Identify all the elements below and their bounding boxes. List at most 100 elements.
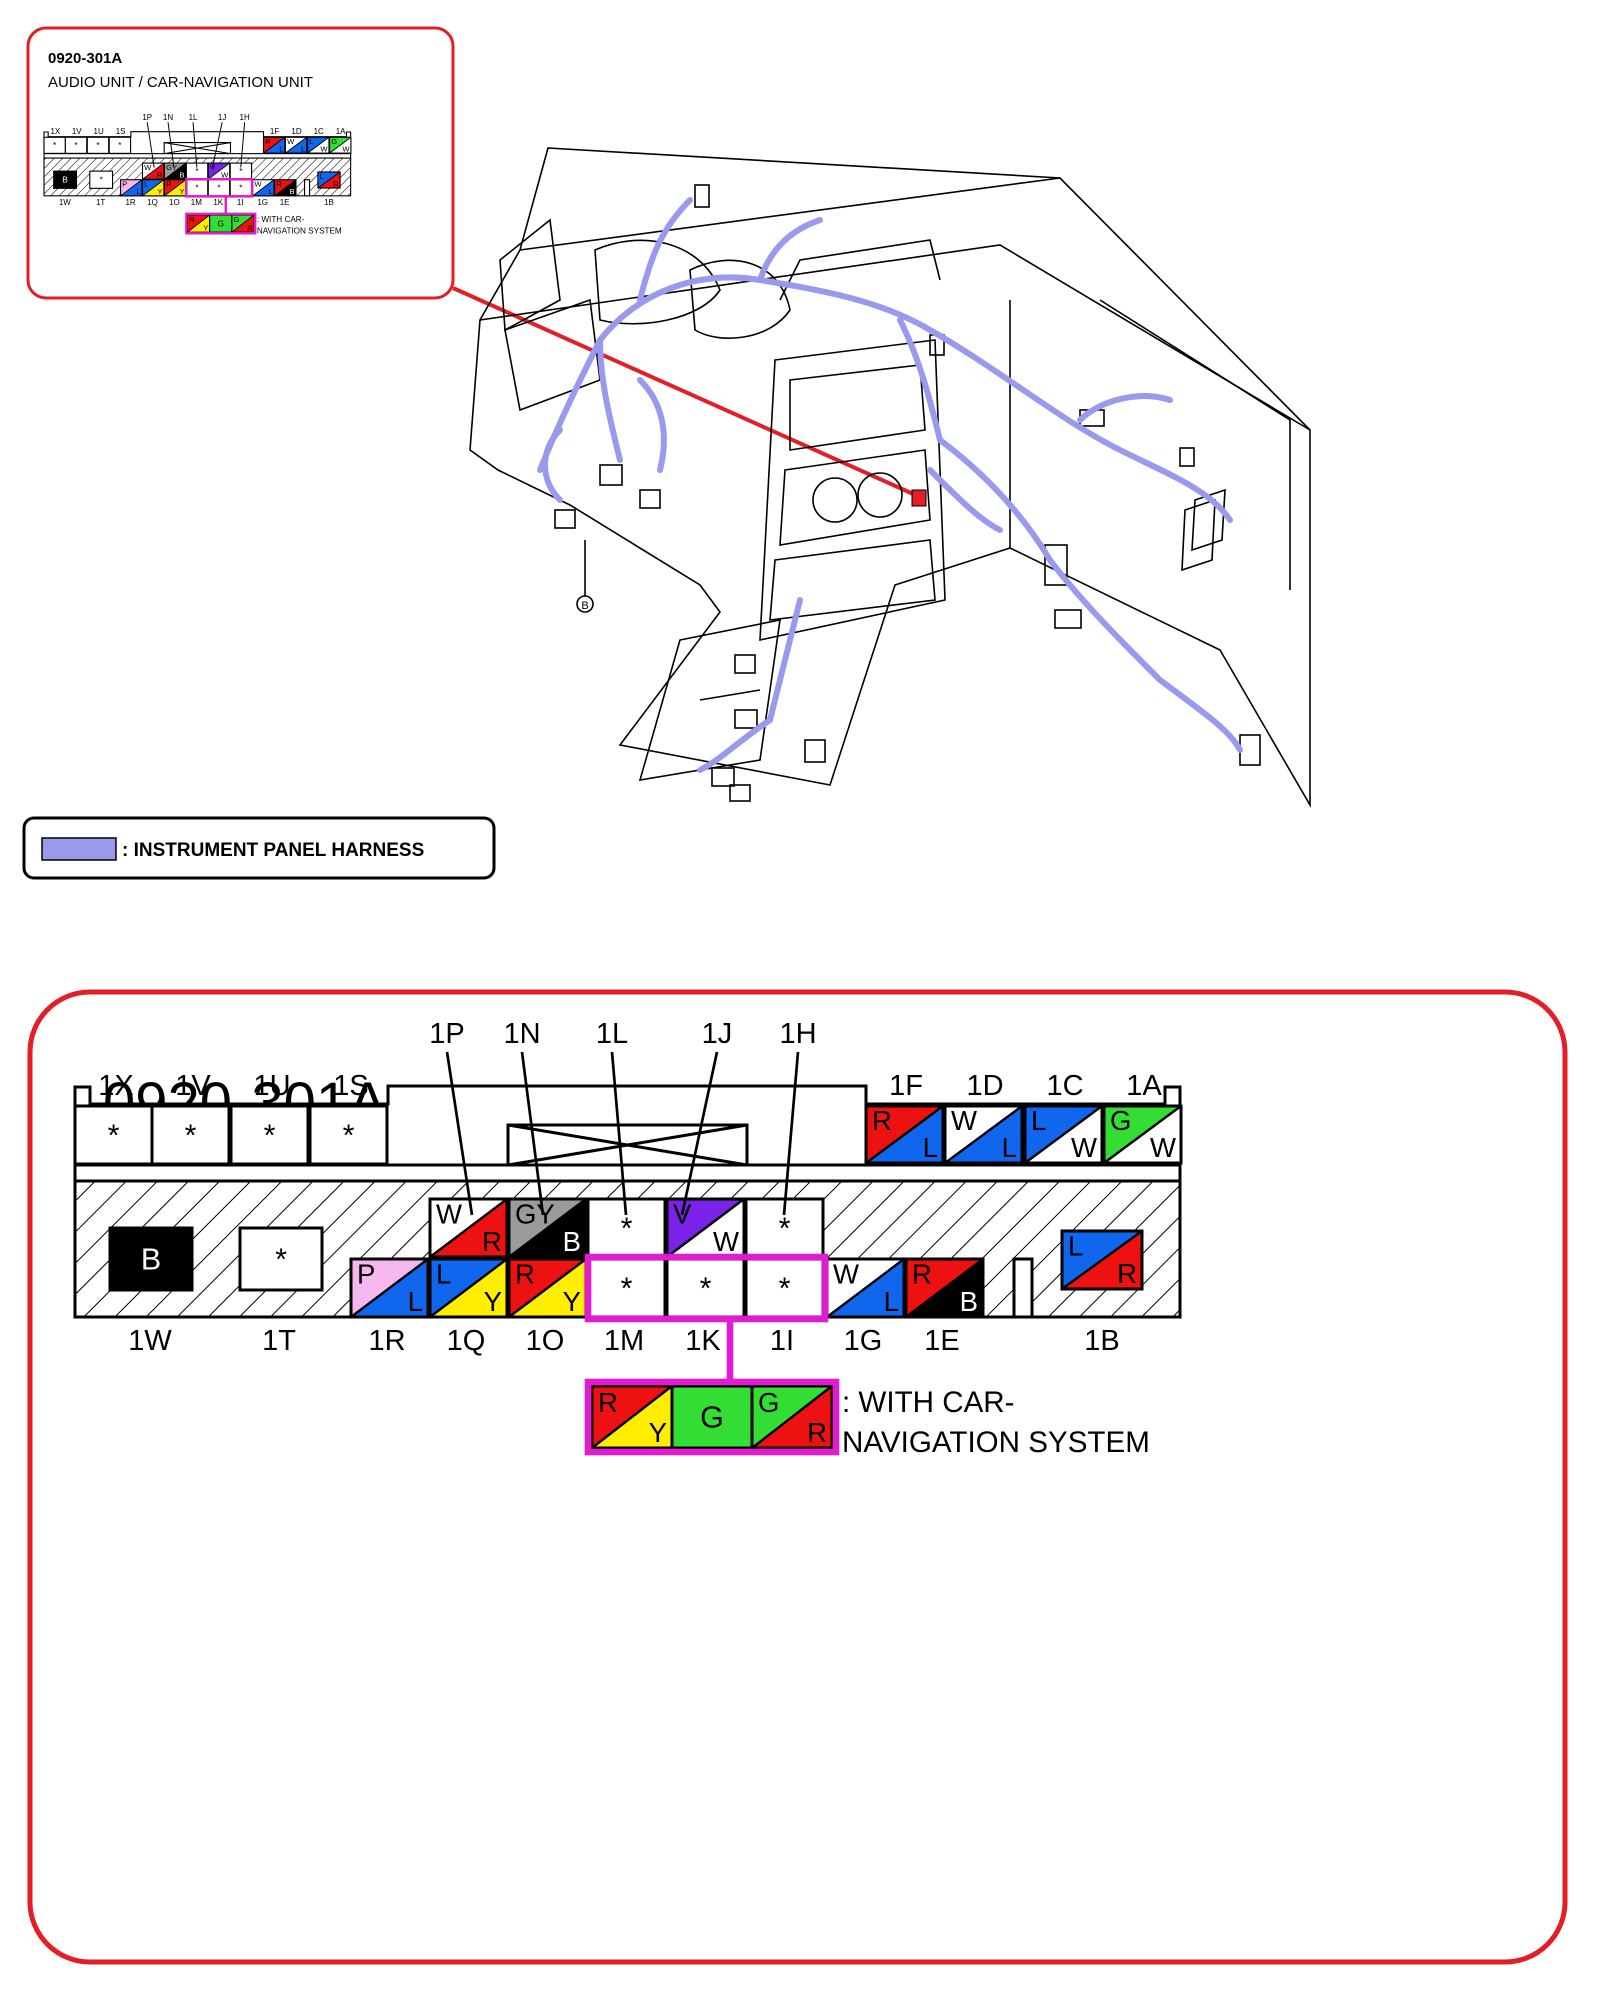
blank-cavity-cross-2 [507,1123,748,1167]
nav-pin-3: GR [231,214,255,233]
pin-1a-wire-2: W [342,144,350,153]
pin-label-1x: 1X [98,1070,133,1102]
pin-1d-divider [285,136,308,154]
pin-1a-divider [1103,1105,1182,1164]
pin-1l-wire: * [195,166,199,176]
pin-1r-wire-2: L [136,187,140,196]
pin-1j: VW [207,162,231,180]
pin-label-1j: 1J [218,113,226,122]
pin-label-1n: 1N [503,1018,540,1050]
pin-1s-outline [308,1104,389,1166]
pin-1w-outline [53,170,78,189]
pin-1c: LW [307,136,330,154]
pin-1s-outline [108,136,132,154]
pin-label-1f: 1F [270,127,279,136]
pin-1v: * [150,1104,231,1166]
pin-1a: GW [1102,1104,1183,1165]
pin-1w-wire: B [141,1242,161,1276]
pin-1k: * [207,179,231,197]
pin-1i: * [229,179,253,197]
nav-pin-1-divider [591,1385,673,1449]
pin-1p-wire-1: W [436,1198,462,1229]
pin-1u-outline [229,1104,310,1166]
pin-1i-wire: * [779,1271,791,1305]
pin-label-1k: 1K [685,1325,721,1357]
pin-1v-outline [150,1104,231,1166]
pin-1g-wire-1: W [833,1258,859,1289]
pin-1a-divider [329,136,352,154]
pin-1p: WR [141,162,165,180]
pin-1g-wire-2: L [884,1286,899,1317]
pin-label-1g: 1G [257,198,268,207]
pin-1p-wire-2: R [157,171,163,180]
pin-label-1a: 1A [1126,1070,1162,1102]
nav-pin-3-outline [750,1384,834,1450]
pin-label-1t: 1T [96,198,105,207]
pin-1j-wire-2: W [221,171,229,180]
pin-label-1r: 1R [125,198,135,207]
pin-1f-wire-1: R [872,1105,892,1136]
pin-1b-divider [317,171,341,189]
pin-1q: LY [141,179,165,197]
pin-label-1i: 1I [237,198,244,207]
pin-1g-divider [826,1258,905,1318]
pin-1t-wire: * [100,175,104,185]
small-connector-code: 0920-301A [48,50,122,67]
small-connector-diagram: *1X*1V*1U*1SRL1FWL1DLW1CGW1AWR1PGYB1N*1L… [43,113,352,235]
pin-1b-outline [1060,1229,1144,1291]
pin-1e-outline [904,1257,985,1319]
callout-leader-1p [445,1051,474,1216]
connector-latch-band [73,1163,1182,1183]
pin-1n-divider [508,1198,587,1258]
pin-1q-wire-2: Y [484,1286,502,1317]
pin-1h-wire: * [239,166,243,176]
pin-1h-wire: * [779,1211,791,1245]
pin-label-1n: 1N [163,113,173,122]
pin-1c-wire-1: L [309,137,313,146]
pin-1q-divider [142,179,165,197]
small-connector-name: AUDIO UNIT / CAR-NAVIGATION UNIT [48,74,313,91]
nav-pin-frame [185,212,257,235]
pin-1c-divider [307,136,330,154]
pin-1m-wire: * [621,1271,633,1305]
nav-pin-2-outline [670,1384,754,1450]
nav-pin-3-wire-2: R [807,1417,827,1448]
pin-1q-outline [428,1257,509,1319]
pin-1c-wire-2: W [1071,1132,1097,1163]
pin-1u-outline [86,136,110,154]
pin-1d-wire-1: W [287,137,295,146]
nav-pin-2-wire: G [218,218,225,228]
pin-1r-wire-2: L [408,1286,423,1317]
callout-leader-1l [192,122,198,168]
pin-1o-wire-2: Y [563,1286,581,1317]
pin-1n-wire-1: GY [515,1198,555,1229]
keying-slot [1012,1257,1034,1319]
nav-pin-2-wire: G [700,1400,724,1434]
pin-1g: WL [252,179,275,197]
pin-1q-wire-1: L [436,1258,451,1289]
pin-1r-wire-1: P [357,1258,375,1289]
nav-pin-1-wire-2: Y [649,1417,667,1448]
pin-label-1u: 1U [253,1070,290,1102]
pin-1d-divider [944,1105,1023,1164]
pin-1e: RB [904,1257,985,1319]
pin-1q-wire-1: L [144,179,148,188]
pin-1n: GYB [163,162,187,180]
pin-1t: * [89,170,114,189]
nav-pin-2: G [209,214,233,233]
pin-1n-wire-2: B [179,171,184,180]
pin-1g-wire-2: L [268,187,272,196]
pin-1e-divider [905,1258,984,1318]
pin-label-1s: 1S [116,127,126,136]
pin-1r-divider [350,1258,429,1318]
callout-leader-1p [146,122,155,168]
pin-label-1w: 1W [128,1325,172,1357]
pin-label-1h: 1H [240,113,250,122]
pin-1q: LY [428,1257,509,1319]
pin-1d-outline [943,1104,1024,1165]
pin-1w-outline [108,1226,194,1292]
pin-1g-divider [252,179,275,197]
pin-1v: * [64,136,88,154]
pin-1g-wire-1: W [254,179,262,188]
dashboard-drawing [469,147,1311,808]
